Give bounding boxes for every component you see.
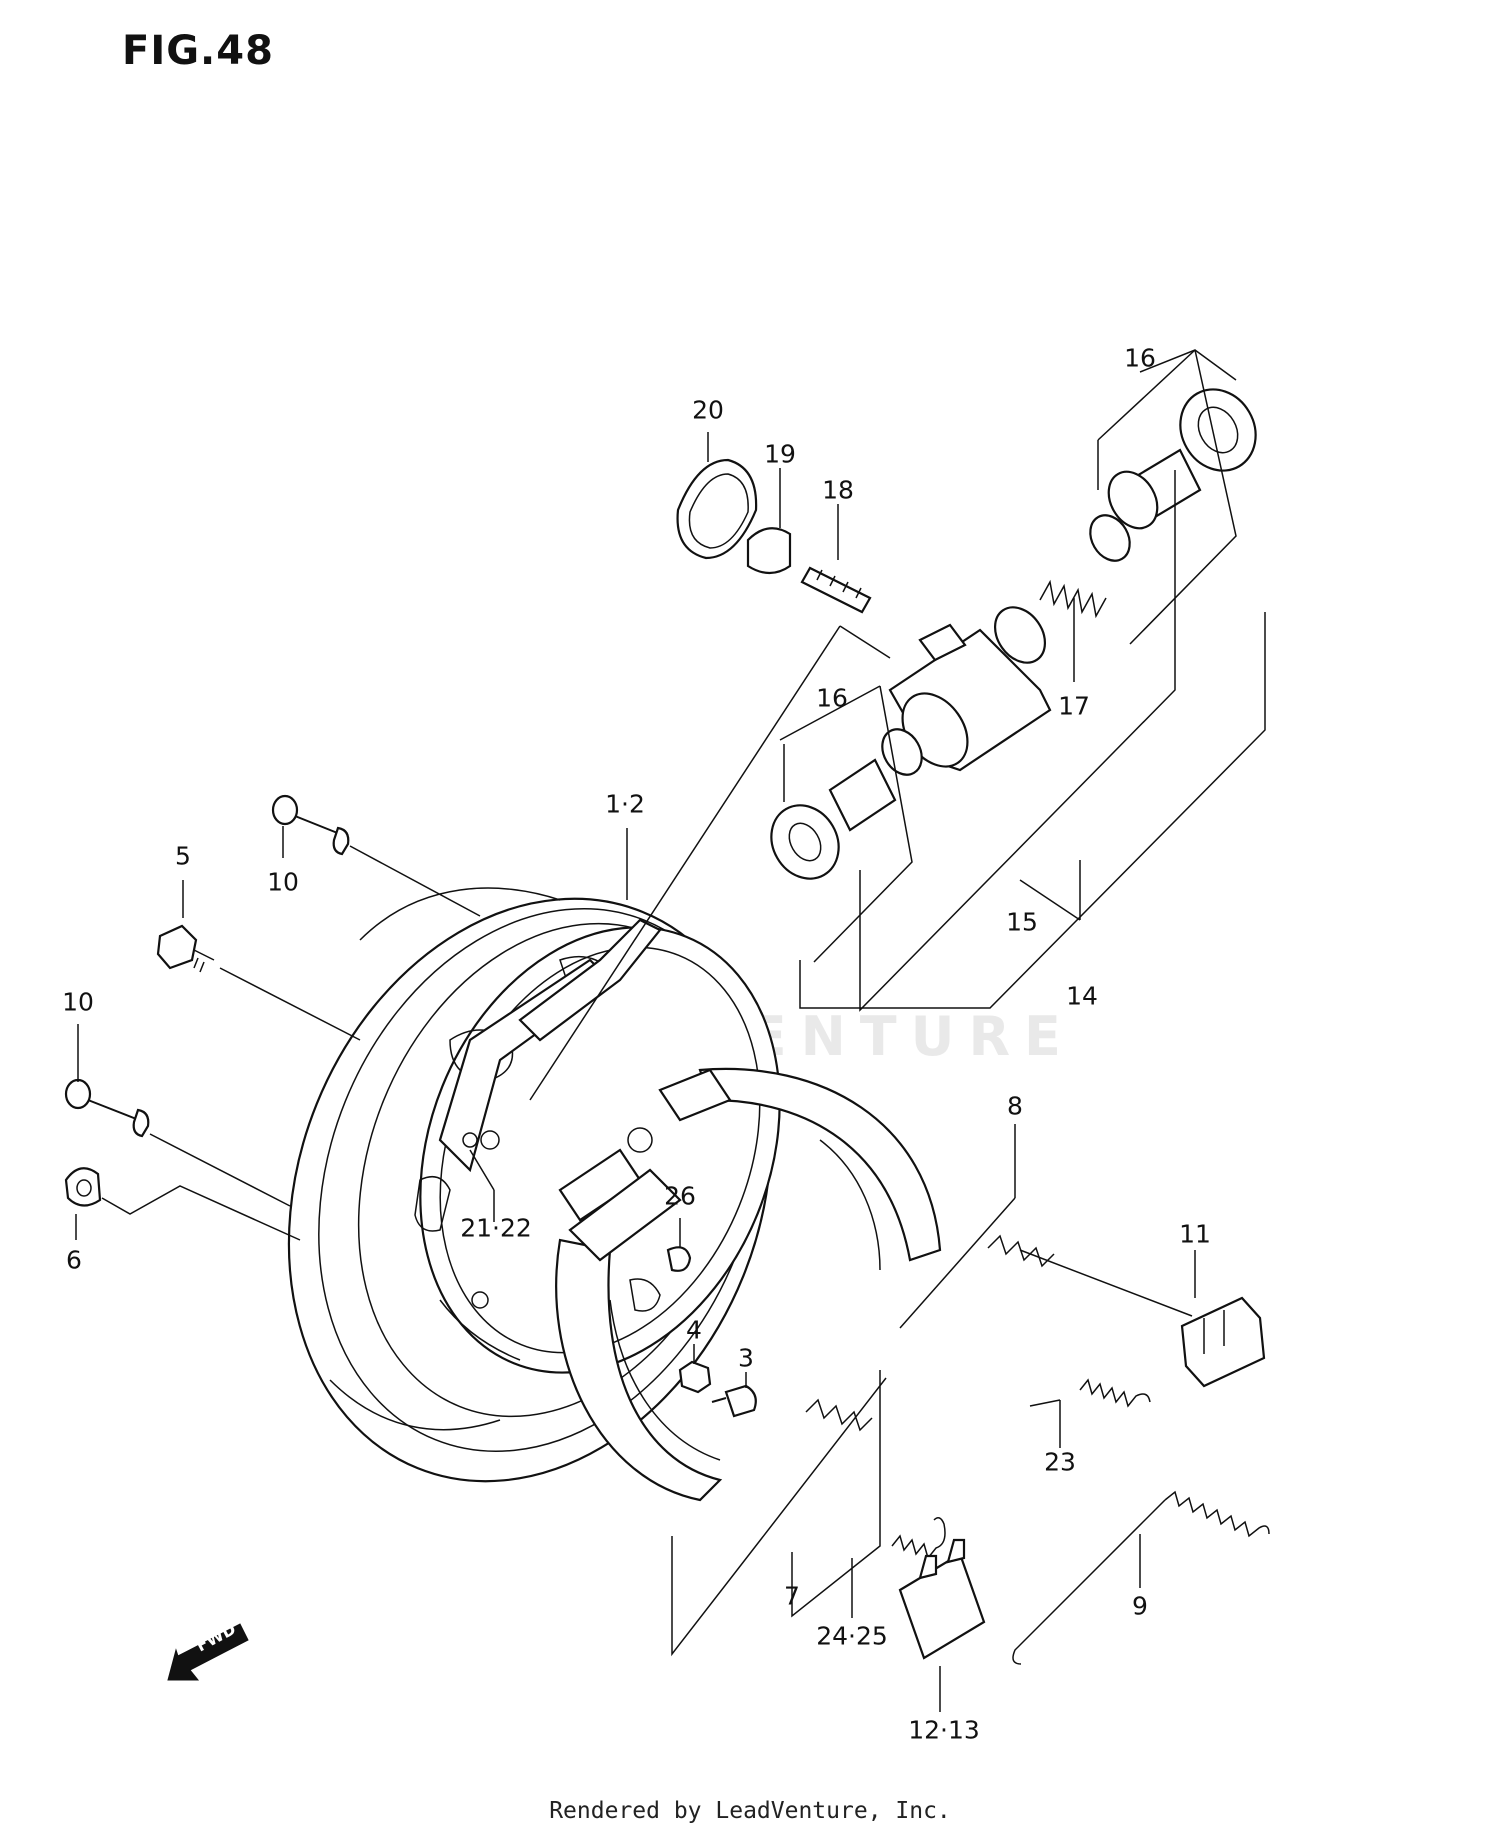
brake-shoes bbox=[555, 1067, 942, 1502]
callout-10-lower: 10 bbox=[62, 987, 94, 1017]
figure-title: FIG.48 bbox=[122, 28, 274, 74]
callout-4: 4 bbox=[686, 1315, 702, 1345]
callout-7: 7 bbox=[784, 1581, 800, 1611]
callout-11: 11 bbox=[1179, 1219, 1211, 1249]
callout-18: 18 bbox=[822, 475, 854, 505]
washer-6 bbox=[64, 1167, 102, 1207]
callout-21-22: 21·22 bbox=[460, 1213, 532, 1243]
callout-15: 15 bbox=[1006, 907, 1038, 937]
cylinder-spring bbox=[1039, 579, 1107, 619]
parking-brake-lever bbox=[438, 918, 662, 1173]
callout-24-25: 24·25 bbox=[816, 1621, 888, 1651]
clip-26 bbox=[666, 1246, 692, 1272]
return-spring-lower bbox=[805, 1398, 873, 1432]
pin-10-upper bbox=[271, 794, 350, 856]
callout-9: 9 bbox=[1132, 1591, 1148, 1621]
callout-20: 20 bbox=[692, 395, 724, 425]
callout-19: 19 bbox=[764, 439, 796, 469]
callout-16-upper: 16 bbox=[1124, 343, 1156, 373]
leader-lines bbox=[75, 349, 1266, 1712]
adjuster-11 bbox=[1180, 1296, 1266, 1388]
callout-23: 23 bbox=[1044, 1447, 1076, 1477]
callout-12-13: 12·13 bbox=[908, 1715, 980, 1745]
callout-6: 6 bbox=[66, 1245, 82, 1275]
pin-3 bbox=[711, 1384, 757, 1418]
dust-boot bbox=[676, 458, 758, 560]
callout-16-lower: 16 bbox=[816, 683, 848, 713]
callout-26: 26 bbox=[664, 1181, 696, 1211]
callout-5: 5 bbox=[175, 841, 191, 871]
callout-1-2: 1·2 bbox=[605, 789, 645, 819]
bolt-5 bbox=[156, 924, 215, 973]
spring-24-25 bbox=[891, 1517, 946, 1560]
callout-3: 3 bbox=[738, 1343, 754, 1373]
wheel-cylinder bbox=[888, 606, 1052, 772]
callout-17: 17 bbox=[1058, 691, 1090, 721]
bleeder-cap bbox=[746, 527, 792, 575]
cylinder-kit-lower bbox=[770, 728, 923, 880]
bleeder-screw bbox=[800, 566, 872, 614]
spring-9 bbox=[1012, 1490, 1270, 1665]
callout-8: 8 bbox=[1007, 1091, 1023, 1121]
forward-arrow-icon: FWD bbox=[167, 1619, 249, 1681]
callout-10-upper: 10 bbox=[267, 867, 299, 897]
pin-10-lower bbox=[64, 1078, 150, 1138]
spring-23 bbox=[1079, 1378, 1151, 1408]
cylinder-kit-upper bbox=[1089, 388, 1257, 562]
holder-12-13 bbox=[898, 1538, 986, 1660]
footer-credit: Rendered by LeadVenture, Inc. bbox=[549, 1798, 951, 1824]
nut-4 bbox=[678, 1360, 712, 1394]
callout-14: 14 bbox=[1066, 981, 1098, 1011]
